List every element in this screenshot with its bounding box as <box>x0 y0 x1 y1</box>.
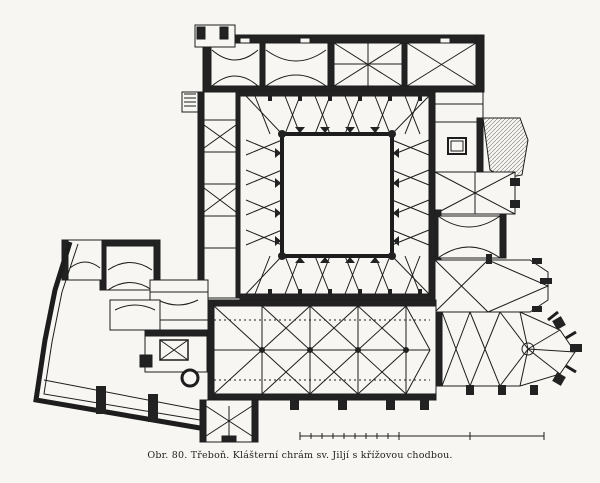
perimeter-wall <box>33 241 201 431</box>
choir-apse <box>435 310 582 395</box>
cloister <box>239 89 436 301</box>
scale-bar <box>299 432 545 440</box>
east-rooms <box>434 91 529 261</box>
plan-linework <box>33 24 582 443</box>
entrance-porch <box>199 399 259 443</box>
church-nave <box>207 299 437 410</box>
west-range <box>181 91 243 299</box>
north-wing <box>194 24 485 93</box>
presbytery <box>434 254 552 313</box>
caption-text: Třeboň. Klášterní chrám sv. Jiljí s kříž… <box>190 450 453 461</box>
caption-prefix: Obr. 80. <box>147 450 188 461</box>
figure-caption: Obr. 80. Třeboň. Klášterní chrám sv. Jil… <box>0 450 600 461</box>
